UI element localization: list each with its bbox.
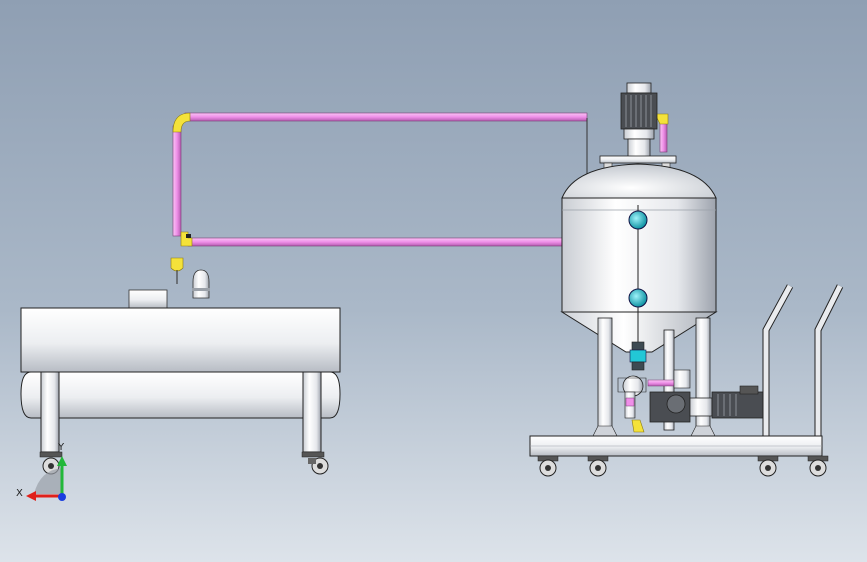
pipe-vertical-run <box>172 125 182 237</box>
pipe-elbow-top-left <box>172 112 191 133</box>
axis-y-label: Y <box>58 442 65 453</box>
tank-leg-2 <box>695 317 711 437</box>
skid-caster-1 <box>537 455 559 477</box>
transfer-pump <box>649 391 713 423</box>
caster-right <box>301 451 329 475</box>
axis-z-dot <box>58 493 66 501</box>
transfer-pipeline <box>170 112 669 284</box>
tank-inlet-cap <box>192 269 210 299</box>
skid-caster-4 <box>807 455 829 477</box>
sight-glass-upper <box>628 210 648 230</box>
tank-leg-left <box>40 371 60 453</box>
skid-caster-3 <box>757 455 779 477</box>
pipe-elbow-mid <box>180 231 193 247</box>
sight-glass-lower <box>628 288 648 308</box>
tank-leg-right <box>302 371 322 453</box>
tank-body-box <box>20 307 341 373</box>
outlet-valve-assembly <box>617 341 647 433</box>
pipe-top-run <box>184 112 588 122</box>
cart-push-handles <box>762 284 844 436</box>
coordinate-triad-icon <box>26 456 67 501</box>
skid-caster-2 <box>587 455 609 477</box>
tank-cylinder <box>20 371 341 419</box>
pipe-clamp <box>186 234 191 238</box>
pipe-outlet-elbow <box>170 257 184 272</box>
tank-top-flange <box>599 155 677 164</box>
pump-suction-pipe <box>647 379 677 387</box>
horizontal-storage-tank <box>20 269 341 475</box>
pipe-riser-right <box>659 119 668 153</box>
agitator-motor <box>620 82 658 158</box>
pipe-elbow-top-right <box>654 113 669 125</box>
pump-motor <box>711 385 765 419</box>
tank-leg-1 <box>597 317 613 437</box>
tank-manhole <box>128 289 168 309</box>
pipe-return-run <box>187 237 563 247</box>
axis-x-label: X <box>16 488 23 499</box>
tank-dome <box>561 163 717 199</box>
mixing-tank-skid <box>529 82 844 477</box>
